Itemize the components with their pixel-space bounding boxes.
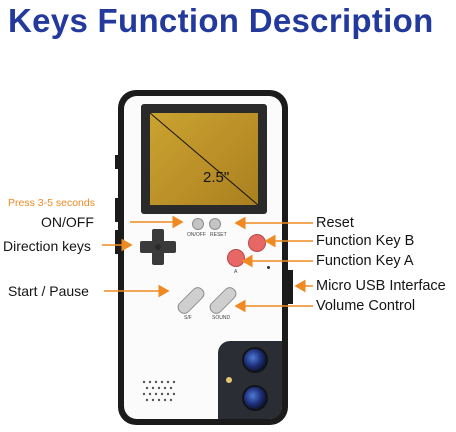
- speaker-grille: [142, 380, 176, 402]
- volume-button[interactable]: [207, 284, 239, 317]
- on-off-print: ON/OFF: [187, 232, 206, 238]
- micro-usb-port[interactable]: [285, 270, 293, 304]
- side-button: [115, 198, 119, 222]
- indicator-dot: [267, 266, 270, 269]
- start-pause-button[interactable]: [175, 284, 207, 317]
- function-key-a-button[interactable]: [227, 249, 245, 267]
- side-button: [115, 155, 119, 169]
- sf-print: S/F: [184, 315, 192, 321]
- screen-size-label: 2.5": [203, 169, 230, 186]
- on-off-label: ON/OFF: [41, 214, 94, 230]
- function-key-b-button[interactable]: [248, 234, 266, 252]
- d-pad[interactable]: [140, 229, 176, 265]
- press-hint-label: Press 3-5 seconds: [8, 197, 95, 209]
- side-button: [115, 230, 119, 254]
- camera-flash: [226, 377, 232, 383]
- camera-lens: [242, 385, 268, 411]
- screen-diagonal: [150, 113, 258, 205]
- sound-print: SOUND: [212, 315, 231, 321]
- reset-label: Reset: [316, 215, 354, 231]
- screen-frame: 2.5": [141, 104, 267, 214]
- a-print: A: [234, 269, 238, 275]
- camera-module: [218, 341, 282, 419]
- volume-control-label: Volume Control: [316, 298, 416, 314]
- page-title: Keys Function Description: [8, 2, 434, 39]
- micro-usb-label: Micro USB Interface: [316, 278, 446, 294]
- on-off-button[interactable]: [192, 218, 204, 230]
- phone-face: 2.5" ON/OFF RESET A S/F SOUND: [124, 96, 282, 419]
- start-pause-label: Start / Pause: [8, 283, 89, 299]
- camera-lens: [242, 347, 268, 373]
- function-key-b-label: Function Key B: [316, 233, 415, 249]
- direction-keys-label: Direction keys: [3, 238, 91, 254]
- reset-button[interactable]: [209, 218, 221, 230]
- game-screen: 2.5": [150, 113, 258, 205]
- reset-print: RESET: [210, 232, 227, 238]
- phone-case-back: 2.5" ON/OFF RESET A S/F SOUND: [115, 90, 288, 425]
- function-key-a-label: Function Key A: [316, 253, 414, 269]
